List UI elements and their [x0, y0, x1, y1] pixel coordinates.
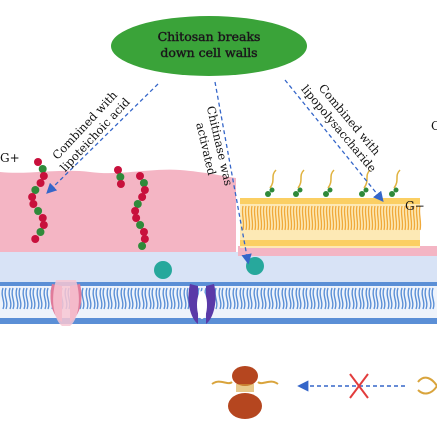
teichoic-acid-chains [28, 158, 149, 250]
peptidoglycan-layer-gram-positive [0, 169, 236, 252]
label-lipopolysaccharide: Combined with lipopolysaccharide [298, 81, 383, 175]
membrane-channel-purple [188, 284, 216, 324]
outer-membrane-gram-negative [240, 198, 422, 248]
lipopolysaccharide-chains [265, 169, 401, 197]
peptidoglycan-layer-gram-negative [238, 246, 437, 256]
title-line-2: down cell walls [160, 45, 257, 60]
title-line-1: Chitosan breaks [158, 29, 261, 44]
membrane-channel-pink [50, 280, 82, 326]
gram-negative-label: G− [405, 199, 425, 213]
dividing-cell-icon [211, 366, 279, 419]
title-badge: Chitosan breaks down cell walls [111, 16, 307, 76]
dashed-arrow-icon [284, 79, 384, 203]
dashed-arrow-icon [214, 81, 252, 265]
mechanism-arrows [46, 79, 384, 265]
cut-off-right-label: C [431, 119, 437, 133]
flagella-cut-off-icon [417, 376, 437, 395]
label-lipoteichoic: Combined with lipoteichoic acid [49, 88, 133, 175]
red-x-cross-icon [349, 373, 369, 399]
gram-positive-label: G+ [0, 151, 20, 165]
dashed-arrow-icon [46, 83, 159, 194]
periplasmic-space [0, 252, 437, 282]
